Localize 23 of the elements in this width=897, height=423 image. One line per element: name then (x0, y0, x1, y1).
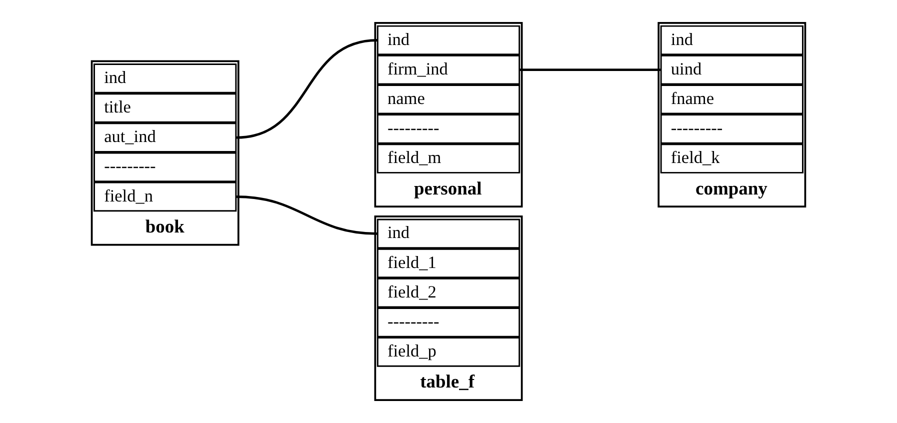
node-box: fname (660, 84, 804, 114)
node-box: field_p (376, 337, 520, 367)
node-box: uind (660, 54, 804, 85)
node-box: --------- (376, 114, 520, 144)
node-box: --------- (376, 307, 520, 338)
node-box: title (94, 93, 237, 123)
node-box: field_m (376, 144, 520, 174)
node-box: aut_ind (94, 122, 237, 152)
node-box: field_2 (376, 278, 520, 308)
node-box: firm_ind (376, 54, 520, 85)
node-box: field_1 (376, 248, 520, 278)
connector (520, 68, 660, 72)
node-box: ind (94, 64, 237, 94)
node-box: ind (376, 218, 520, 249)
node-box: field_k (660, 144, 804, 174)
node-box: field_n (94, 182, 237, 212)
connector (236, 39, 378, 139)
connector (236, 195, 378, 235)
node-box: ind (660, 25, 804, 56)
node-box: --------- (94, 152, 237, 182)
node-box: --------- (660, 114, 804, 144)
node-box: ind (376, 25, 520, 56)
node-box: name (376, 84, 520, 114)
